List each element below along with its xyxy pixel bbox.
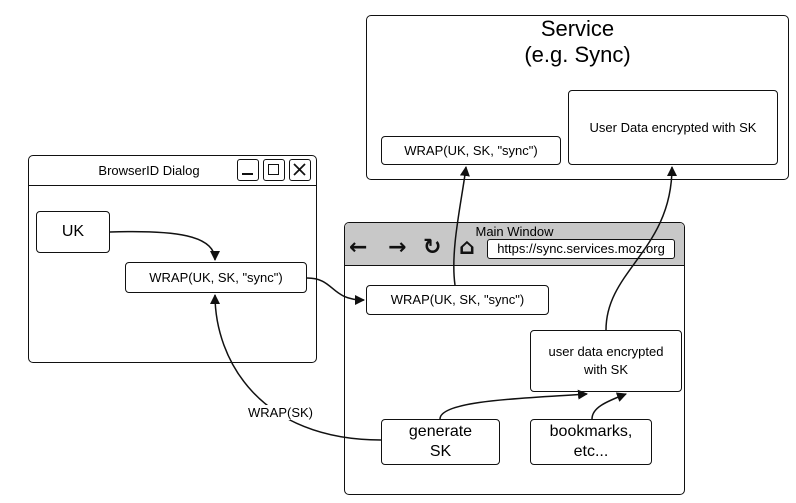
dialog-wrap-box: WRAP(UK, SK, "sync") [125, 262, 307, 293]
arrow-generate-sk-to-user-data [439, 389, 588, 420]
maximize-icon [268, 164, 279, 175]
service-title: Service (e.g. Sync) [367, 16, 788, 68]
service-user-data-label: User Data encrypted with SK [589, 119, 757, 135]
generate-sk-line2: SK [429, 443, 452, 460]
minimize-icon [242, 173, 253, 175]
wrap-sk-edge-label: WRAP(SK) [246, 405, 315, 420]
url-bar[interactable]: https://sync.services.moz.org [487, 239, 675, 259]
arrow-main-data-to-service-data [605, 166, 677, 331]
generate-sk-text: generate SK [409, 422, 472, 462]
arrow-uk-to-dialog-wrap [109, 230, 220, 261]
generate-sk-box: generate SK [381, 419, 500, 465]
browserid-dialog-titlebar: BrowserID Dialog [29, 156, 316, 186]
browserid-dialog-window: BrowserID Dialog [28, 155, 317, 363]
close-button[interactable] [289, 159, 311, 181]
main-user-data-line1: user data encrypted [548, 344, 664, 360]
reload-icon[interactable]: ↻ [423, 235, 442, 260]
close-icon [293, 163, 306, 176]
service-wrap-box: WRAP(UK, SK, "sync") [381, 136, 561, 165]
uk-label: UK [61, 223, 85, 241]
arrow-generate-sk-to-dialog-wrap [210, 294, 382, 441]
forward-arrow-icon[interactable]: → [388, 235, 407, 260]
url-text: https://sync.services.moz.org [497, 241, 665, 256]
main-wrap-label: WRAP(UK, SK, "sync") [390, 292, 525, 308]
bookmarks-box: bookmarks, etc... [530, 419, 652, 465]
service-title-line2: (e.g. Sync) [524, 42, 631, 67]
bookmarks-text: bookmarks, etc... [550, 422, 633, 462]
maximize-button[interactable] [263, 159, 285, 181]
service-wrap-label: WRAP(UK, SK, "sync") [404, 142, 538, 158]
main-wrap-box: WRAP(UK, SK, "sync") [366, 285, 549, 315]
home-icon[interactable]: ⌂ [459, 235, 475, 260]
back-arrow-icon[interactable]: ← [349, 235, 368, 260]
bookmarks-line2: etc... [573, 443, 609, 460]
arrow-dialog-wrap-to-main-wrap [306, 277, 365, 305]
main-user-data-box: user data encrypted with SK [530, 330, 682, 392]
arrow-bookmarks-to-user-data [591, 392, 627, 420]
service-user-data-box: User Data encrypted with SK [568, 90, 778, 165]
bookmarks-line1: bookmarks, [549, 423, 633, 440]
service-title-line1: Service [540, 16, 615, 41]
browserid-dialog-title: BrowserID Dialog [98, 163, 200, 178]
minimize-button[interactable] [237, 159, 259, 181]
main-user-data-text: user data encrypted with SK [549, 343, 664, 378]
uk-box: UK [36, 211, 110, 253]
main-window-title: Main Window [475, 224, 554, 239]
arrow-main-wrap-to-service-wrap [453, 166, 470, 286]
main-user-data-line2: with SK [583, 362, 629, 377]
generate-sk-line1: generate [408, 423, 473, 440]
dialog-wrap-label: WRAP(UK, SK, "sync") [149, 269, 283, 285]
